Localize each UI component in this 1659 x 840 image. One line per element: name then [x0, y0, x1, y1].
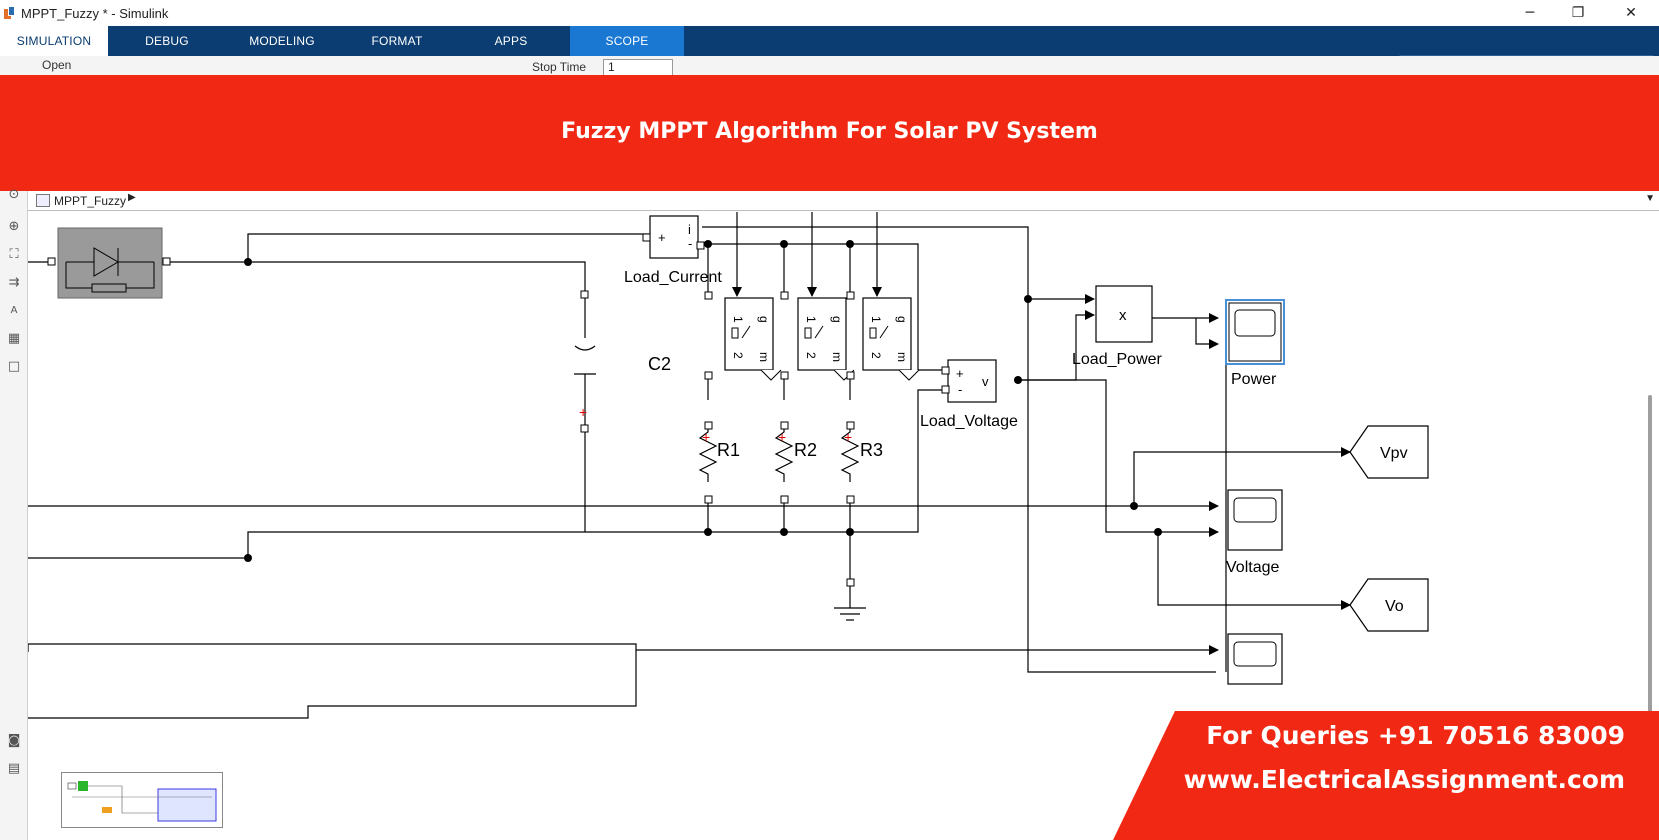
signal-lines — [27, 202, 1351, 719]
junction-dots — [244, 240, 1162, 562]
load-voltage-port-v: v — [982, 374, 989, 389]
load-current-port-minus: - — [688, 236, 692, 251]
area-icon[interactable]: □ — [7, 358, 21, 374]
switch-3-pin-g: g — [895, 316, 909, 323]
load-current-port-i: i — [688, 222, 691, 237]
zoom-icon[interactable]: ⊕ — [8, 218, 20, 234]
banner-title: Fuzzy MPPT Algorithm For Solar PV System — [561, 118, 1098, 144]
stop-time-label: Stop Time — [532, 60, 587, 74]
restore-button[interactable]: ❐ — [1555, 0, 1601, 26]
tab-format[interactable]: FORMAT — [371, 34, 423, 48]
r2-label: R2 — [794, 440, 817, 460]
window-title-bar: MPPT_Fuzzy * - Simulink ─ ❐ ✕ — [0, 0, 1659, 26]
goto-vo-label: Vo — [1385, 598, 1404, 615]
property-inspector-icon[interactable]: ▤ — [7, 760, 21, 776]
block-diagram: + - i Load_Current + C2 1 g 2 m — [27, 202, 1429, 719]
c2-label: C2 — [648, 354, 671, 374]
minimap-preview — [67, 781, 217, 822]
product-symbol: x — [1119, 307, 1127, 324]
goto-vpv-label: Vpv — [1380, 445, 1408, 462]
title-banner: Fuzzy MPPT Algorithm For Solar PV System — [0, 75, 1659, 191]
switch-block-3[interactable]: 1 g 2 m — [846, 291, 920, 381]
r1-label: R1 — [717, 440, 740, 460]
breadcrumb-model[interactable]: MPPT_Fuzzy — [54, 194, 127, 208]
hide-explorer-icon[interactable]: ⊙ — [8, 186, 20, 202]
switch-2-pin-m: m — [830, 352, 844, 362]
switch-2-pin-g: g — [830, 316, 844, 323]
scope-voltage[interactable]: Voltage — [1226, 489, 1283, 576]
ribbon-tab-bar: SIMULATION DEBUG MODELING FORMAT APPS SC… — [0, 26, 1659, 79]
load-current-label: Load_Current — [624, 269, 722, 286]
load-voltage-sensor[interactable]: + - v Load_Voltage — [920, 359, 1018, 430]
minimize-icon: ─ — [1525, 5, 1535, 21]
promo-banner: For Queries +91 70516 83009 www.Electric… — [1113, 711, 1659, 840]
annotation-icon[interactable]: A — [10, 304, 18, 316]
switch-3-pin-1: 1 — [869, 316, 883, 323]
tab-debug[interactable]: DEBUG — [145, 34, 189, 48]
tab-simulation[interactable]: SIMULATION — [0, 26, 108, 56]
goto-vpv[interactable]: Vpv — [1349, 425, 1429, 479]
switch-1-pin-1: 1 — [731, 316, 745, 323]
image-icon[interactable]: ▦ — [7, 330, 21, 346]
breadcrumb-dropdown-icon[interactable]: ▼ — [1645, 193, 1655, 204]
model-icon — [36, 194, 50, 207]
goto-vo[interactable]: Vo — [1349, 578, 1429, 632]
open-button[interactable]: Open — [42, 58, 72, 72]
breadcrumb-arrow-icon: ▶ — [128, 192, 136, 203]
camera-icon[interactable]: ◙ — [7, 732, 21, 748]
close-icon: ✕ — [1625, 5, 1637, 21]
switch-1-pin-g: g — [757, 316, 771, 323]
promo-website: www.ElectricalAssignment.com — [1183, 765, 1625, 794]
load-voltage-port-minus: - — [958, 382, 962, 397]
diode-block[interactable] — [47, 227, 171, 299]
breadcrumb: MPPT_Fuzzy ▶ ▼ — [28, 191, 1659, 211]
stop-time-input[interactable]: 1 — [603, 59, 673, 77]
load-current-port-plus: + — [658, 230, 666, 245]
promo-queries: For Queries +91 70516 83009 — [1206, 721, 1625, 750]
close-button[interactable]: ✕ — [1608, 0, 1654, 26]
switch-2-pin-2: 2 — [804, 352, 818, 359]
svg-text:+: + — [778, 429, 786, 445]
model-minimap[interactable] — [61, 772, 223, 828]
c2-plus-marker: + — [579, 404, 587, 420]
load-voltage-label: Load_Voltage — [920, 413, 1018, 430]
load-voltage-port-plus: + — [956, 366, 964, 381]
switch-2-pin-1: 1 — [804, 316, 818, 323]
route-lines-icon[interactable]: ⇉ — [8, 274, 20, 290]
load-current-sensor[interactable]: + - i Load_Current — [624, 215, 722, 286]
r3-label: R3 — [860, 440, 883, 460]
switch-3-pin-m: m — [895, 352, 909, 362]
ribbon-toolstrip: Open Stop Time 1 — [0, 56, 1659, 78]
restore-icon: ❐ — [1571, 5, 1585, 21]
scope-voltage-label: Voltage — [1226, 559, 1279, 576]
simulink-app-icon — [4, 6, 16, 20]
canvas-palette: ⊙ ⊕ ⛶ ⇉ A ▦ □ ◙ ▤ — [0, 187, 28, 840]
tab-scope[interactable]: SCOPE — [570, 26, 684, 56]
svg-text:+: + — [702, 429, 710, 445]
switch-block-2[interactable]: 1 g 2 m — [780, 291, 855, 381]
minimize-button[interactable]: ─ — [1507, 0, 1553, 26]
tab-modeling[interactable]: MODELING — [249, 34, 315, 48]
load-power-product-block[interactable]: x Load_Power — [1072, 285, 1163, 368]
scope-third[interactable] — [1227, 633, 1283, 685]
fit-to-view-icon[interactable]: ⛶ — [9, 246, 19, 262]
scope-power[interactable]: Power — [1225, 299, 1285, 388]
svg-text:+: + — [844, 429, 852, 445]
window-title: MPPT_Fuzzy * - Simulink — [21, 5, 169, 21]
model-canvas[interactable]: + - i Load_Current + C2 1 g 2 m — [27, 202, 1659, 840]
tab-apps[interactable]: APPS — [494, 34, 528, 48]
load-power-label: Load_Power — [1072, 351, 1163, 368]
scope-power-label: Power — [1231, 371, 1277, 388]
switch-3-pin-2: 2 — [869, 352, 883, 359]
switch-1-pin-m: m — [757, 352, 771, 362]
resistor-ports: + + + — [702, 421, 855, 587]
switch-1-pin-2: 2 — [731, 352, 745, 359]
canvas-scrollbar[interactable] — [1648, 395, 1652, 715]
switch-block-1[interactable]: 1 g 2 m — [704, 291, 782, 381]
